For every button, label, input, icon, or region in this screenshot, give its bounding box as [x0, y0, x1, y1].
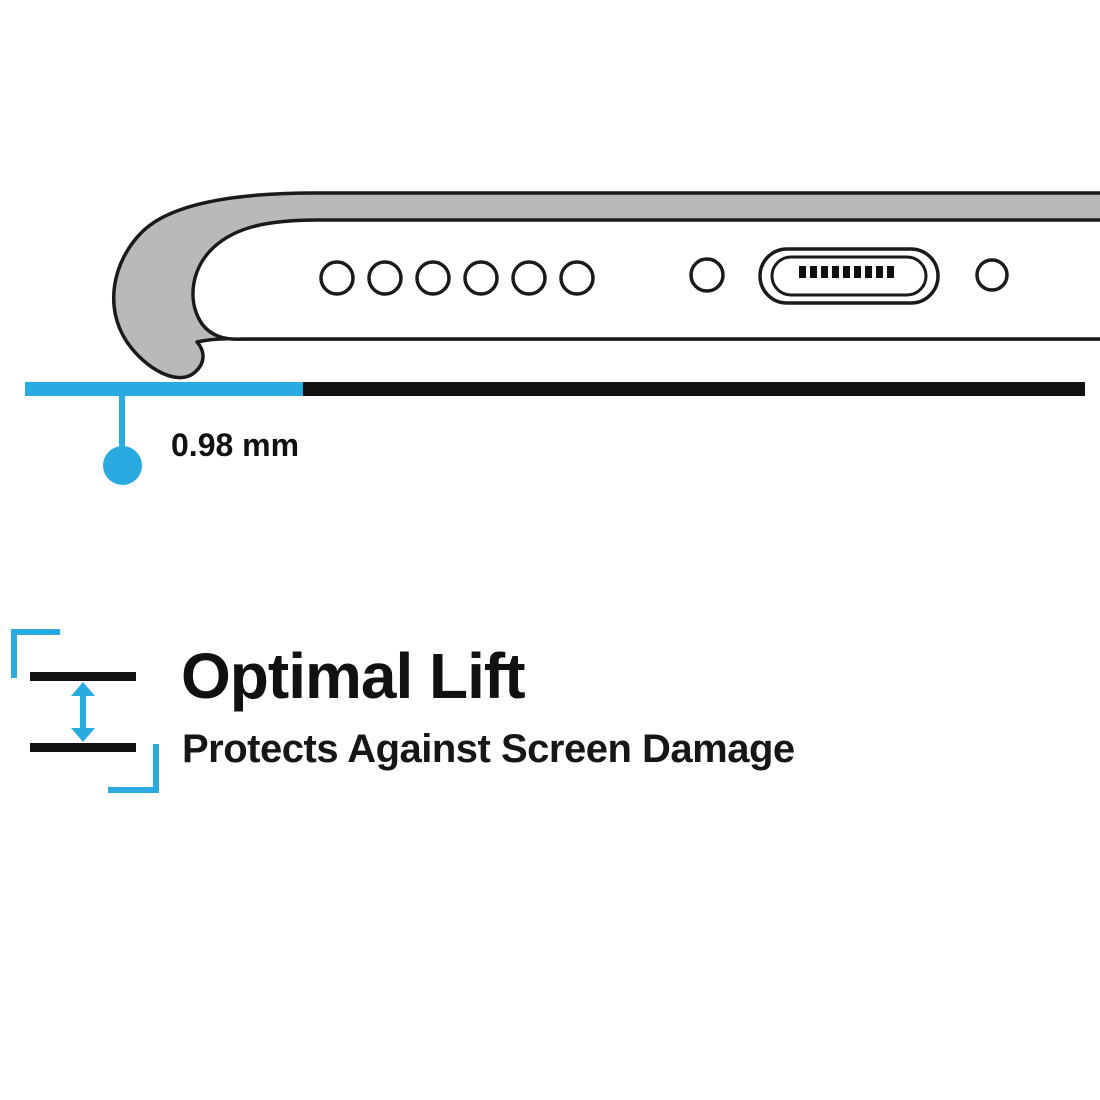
speaker-hole — [415, 260, 451, 296]
speaker-hole — [463, 260, 499, 296]
lift-gap-bar — [25, 382, 303, 396]
phone-bottom-illustration — [111, 191, 1100, 380]
charging-port — [758, 247, 940, 305]
lower-surface-bar — [30, 743, 136, 752]
speaker-hole — [559, 260, 595, 296]
mic-hole-right — [975, 258, 1009, 292]
lift-measurement-label: 0.98 mm — [171, 427, 300, 463]
upper-surface-bar — [30, 672, 136, 681]
bracket-top-left-icon — [11, 629, 60, 678]
feature-subtitle: Protects Against Screen Damage — [182, 727, 795, 771]
speaker-hole — [511, 260, 547, 296]
lift-gap-icon — [11, 629, 159, 793]
speaker-hole — [367, 260, 403, 296]
feature-title: Optimal Lift — [181, 640, 526, 712]
double-arrow-icon — [71, 682, 95, 742]
bracket-bottom-right-icon — [108, 744, 159, 793]
speaker-holes — [319, 260, 595, 296]
mic-hole-left — [689, 257, 725, 293]
surface-baseline-bar — [303, 382, 1085, 396]
port-pins — [799, 266, 894, 278]
measurement-dot-icon — [103, 446, 142, 485]
speaker-hole — [319, 260, 355, 296]
measurement-leader-line — [119, 395, 125, 450]
